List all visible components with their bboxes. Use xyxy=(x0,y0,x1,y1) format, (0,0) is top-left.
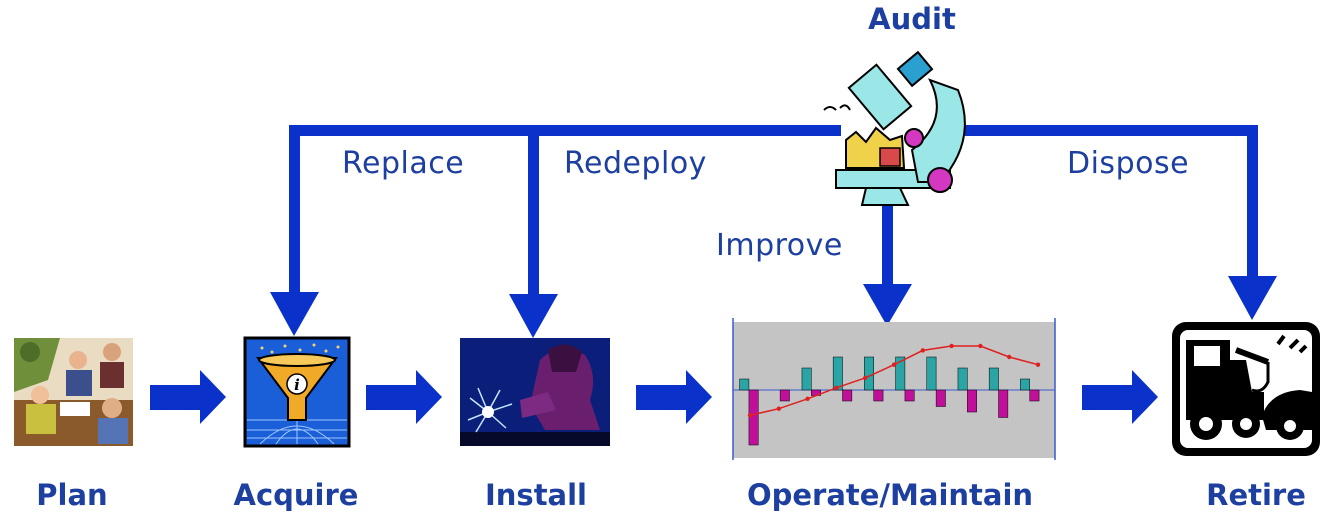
feedback-connectors xyxy=(270,125,1277,338)
improve-vertical-line xyxy=(882,205,893,288)
operate-chart-point xyxy=(978,343,983,349)
operate-chart-point xyxy=(776,406,781,411)
funnel-info-icon: i xyxy=(243,336,351,448)
stage-label-plan: Plan xyxy=(36,478,108,512)
audit-label: Audit xyxy=(868,2,956,36)
operate-chart-icon xyxy=(732,318,1056,460)
microscope-icon xyxy=(823,50,966,206)
tow-truck-icon xyxy=(1172,322,1320,456)
operate-chart-bar-magenta xyxy=(904,389,915,402)
replace-vertical-line xyxy=(289,125,300,295)
install-to-operate-arrow xyxy=(636,370,712,424)
operate-chart-point xyxy=(805,396,810,401)
stage-label-acquire: Acquire xyxy=(233,478,359,512)
operate-chart-point xyxy=(949,343,954,349)
operate-chart-bar-teal xyxy=(864,356,874,391)
operate-chart-bar-magenta xyxy=(779,389,790,402)
operate-chart-bar-teal xyxy=(957,367,968,391)
operate-chart-bar-teal xyxy=(895,356,906,391)
operate-chart-point xyxy=(920,348,925,353)
operate-chart-bar-magenta xyxy=(967,389,977,413)
flow-label-dispose: Dispose xyxy=(1067,146,1190,181)
operate-chart-bar-teal xyxy=(739,378,750,391)
operate-chart-point xyxy=(1035,362,1041,367)
stage-label-operate-maintain: Operate/Maintain xyxy=(746,478,1034,512)
operate-chart-bar-teal xyxy=(832,356,843,391)
operate-chart-point xyxy=(863,375,868,381)
acquire-to-install-arrow xyxy=(366,370,442,424)
dispose-vertical-line xyxy=(1247,125,1258,280)
operate-chart-bar-magenta xyxy=(1029,389,1040,402)
stage-label-retire: Retire xyxy=(1206,478,1306,512)
operate-chart-point xyxy=(834,385,839,390)
redeploy-vertical-line xyxy=(528,125,539,297)
operate-chart-bar-magenta xyxy=(998,389,1009,418)
operate-chart-bar-teal xyxy=(1020,378,1030,391)
operate-chart-point xyxy=(747,413,753,418)
operate-chart-bar-magenta xyxy=(873,389,884,402)
replace-arrowhead xyxy=(270,292,319,336)
stage-label-install: Install xyxy=(484,478,588,512)
welder-icon xyxy=(460,338,610,446)
flow-label-replace: Replace xyxy=(342,146,465,181)
operate-chart-bar-teal xyxy=(801,367,812,391)
operate-chart-bar-magenta xyxy=(842,389,853,402)
flow-label-improve: Improve xyxy=(716,228,843,263)
top-horizontal-line xyxy=(289,125,841,136)
forward-arrows xyxy=(150,370,1158,424)
operate-chart-bar-teal xyxy=(988,367,999,391)
operate-chart-bar-teal xyxy=(926,356,937,391)
dispose-horizontal-line xyxy=(965,125,1258,136)
svg-text:i: i xyxy=(294,376,300,394)
operate-chart-point xyxy=(1007,354,1012,360)
plan-to-acquire-arrow xyxy=(150,370,226,424)
operate-chart-point xyxy=(891,362,897,367)
operate-chart-bar-magenta xyxy=(748,389,759,446)
operate-to-retire-arrow xyxy=(1082,370,1158,424)
flow-label-redeploy: Redeploy xyxy=(564,146,707,181)
dispose-arrowhead xyxy=(1228,276,1277,320)
redeploy-arrowhead xyxy=(509,294,558,338)
operate-chart-bar-magenta xyxy=(935,389,946,407)
meeting-people-icon xyxy=(14,338,133,446)
improve-arrowhead xyxy=(863,284,912,326)
